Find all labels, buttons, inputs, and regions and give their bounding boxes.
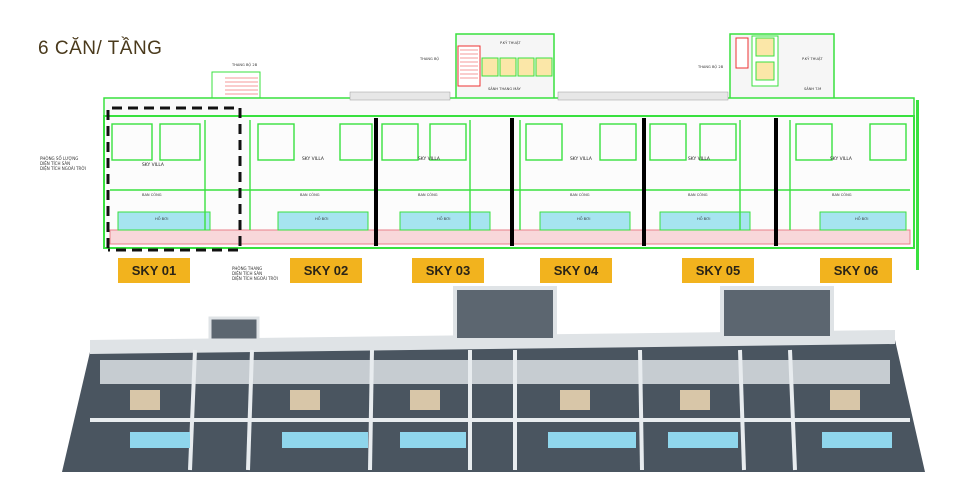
core-label: THANG BỘ [419, 56, 439, 61]
render-pool [130, 432, 190, 448]
pool-sky01 [117, 211, 211, 231]
unit-badge-sky06: SKY 06 [820, 258, 892, 283]
core-label: SẢNH THANG MÁY [488, 86, 522, 91]
render-core-center [453, 286, 557, 342]
room-label: SKY VILLA [830, 156, 852, 162]
elevator [535, 57, 553, 77]
balcony-label: BAN CÔNG [832, 192, 852, 197]
pool-label: HỒ BƠI [855, 216, 868, 221]
unit-badge-sky01: SKY 01 [118, 258, 190, 283]
elevator [755, 61, 775, 81]
unit-badge-sky02: SKY 02 [290, 258, 362, 283]
render-core-right [720, 286, 834, 340]
balcony-label: BAN CÔNG [300, 192, 320, 197]
render-pool [548, 432, 636, 448]
pool-sky03 [399, 211, 491, 231]
elevator [499, 57, 517, 77]
render-pool [822, 432, 892, 448]
room-label: SKY VILLA [142, 162, 164, 168]
left-annotation: PHÒNG SỐ LƯỢNG DIỆN TÍCH SÀN DIỆN TÍCH N… [40, 156, 87, 171]
balcony-label: BAN CÔNG [570, 192, 590, 197]
core-label: P.KỸ THUẬT [500, 40, 521, 45]
pool-label: HỒ BƠI [155, 216, 168, 221]
elevator [517, 57, 535, 77]
pool-label: HỒ BƠI [577, 216, 590, 221]
balcony-label: BAN CÔNG [142, 192, 162, 197]
bottom-annotation: PHÒNG THANG DIỆN TÍCH SÀN DIỆN TÍCH NGOÀ… [232, 266, 279, 281]
elevator [755, 37, 775, 57]
room-label: SKY VILLA [418, 156, 440, 162]
core-label: THANG BỘ 2B [697, 64, 724, 69]
pool-label: HỒ BƠI [437, 216, 450, 221]
stair-core-right [735, 37, 749, 69]
render-pool [668, 432, 738, 448]
unit-badge-sky03: SKY 03 [412, 258, 484, 283]
unit-badge-sky04: SKY 04 [540, 258, 612, 283]
unit-dividers [374, 118, 778, 246]
sky01-boundary [106, 106, 242, 252]
core-label: SẢNH T.M [804, 86, 821, 91]
3d-render [62, 286, 925, 472]
balcony-label: BAN CÔNG [688, 192, 708, 197]
core-label: THANG BỘ 2B [231, 62, 258, 67]
pool-label: HỒ BƠI [697, 216, 710, 221]
balcony-label: BAN CÔNG [418, 192, 438, 197]
stair-core-left [211, 71, 261, 103]
pool-sky06 [819, 211, 907, 231]
room-label: SKY VILLA [302, 156, 324, 162]
core-label: P.KỸ THUẬT [802, 56, 823, 61]
pool-label: HỒ BƠI [315, 216, 328, 221]
page-title: 6 CĂN/ TẦNG [38, 38, 163, 59]
pool-sky04 [539, 211, 631, 231]
render-pool [282, 432, 368, 448]
room-label: SKY VILLA [688, 156, 710, 162]
pool-sky05 [659, 211, 751, 231]
render-pool [400, 432, 466, 448]
pool-sky02 [277, 211, 369, 231]
building-outline [103, 115, 915, 249]
room-label: SKY VILLA [570, 156, 592, 162]
elevator [481, 57, 499, 77]
unit-badge-sky05: SKY 05 [682, 258, 754, 283]
